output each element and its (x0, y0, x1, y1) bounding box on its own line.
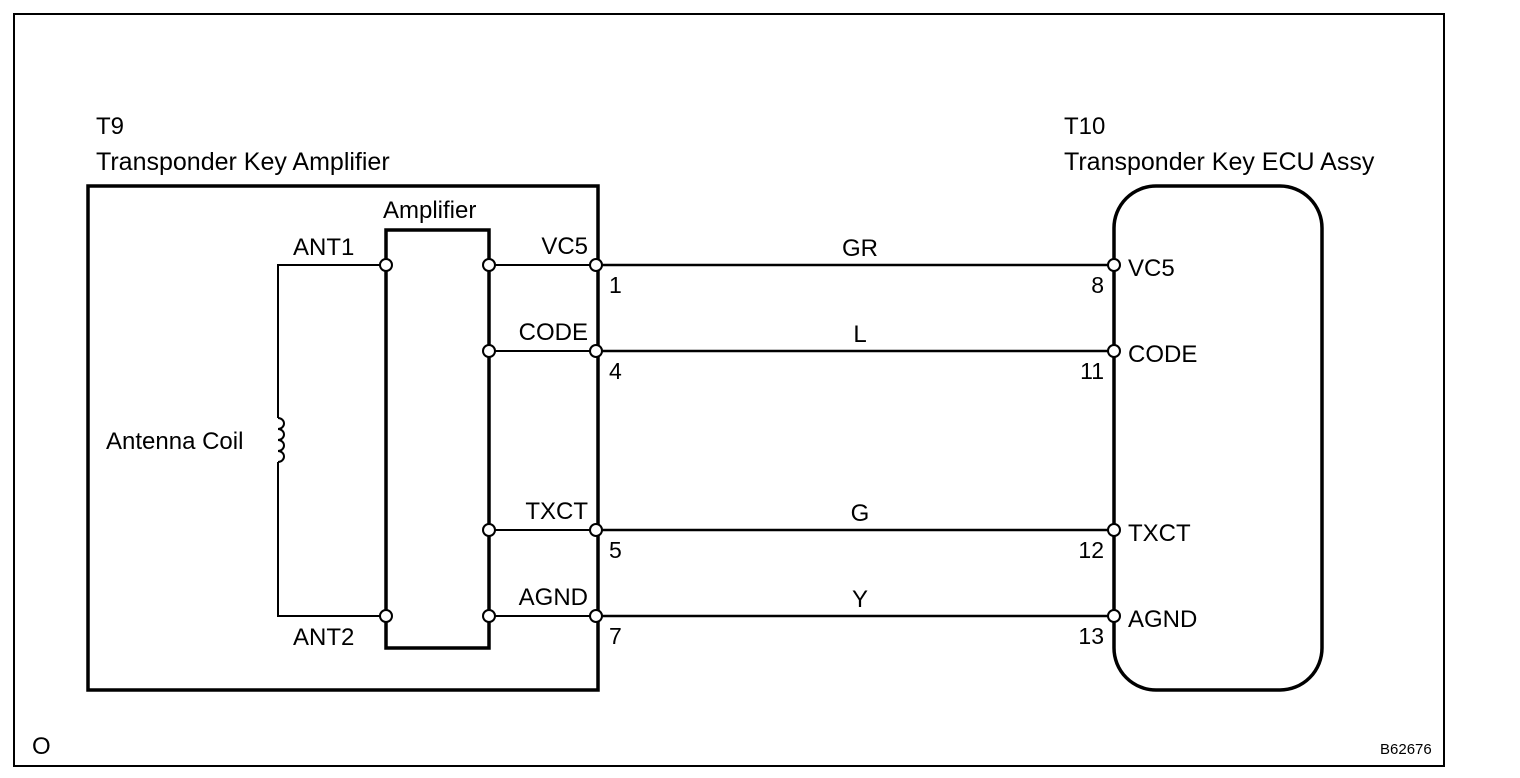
wire-color-txct: G (851, 500, 870, 527)
ant2-label: ANT2 (293, 624, 354, 651)
right-terminal-name-vc5: VC5 (1128, 255, 1175, 282)
right-pin-number-agnd: 13 (1078, 623, 1104, 649)
right-connector-agnd (1107, 609, 1121, 623)
right-connector-txct (1107, 523, 1121, 537)
left-terminal-name-agnd: AGND (519, 584, 588, 611)
left-terminal-name-txct: TXCT (525, 498, 588, 525)
ant1-label: ANT1 (293, 234, 354, 261)
antenna-coil (277, 264, 386, 617)
amplifier-label: Amplifier (383, 197, 476, 224)
right-pin-number-vc5: 8 (1091, 272, 1104, 298)
wire-color-vc5: GR (842, 235, 878, 262)
right-terminal-name-txct: TXCT (1128, 520, 1191, 547)
left-connector-txct (589, 523, 603, 537)
left-component-box (86, 184, 600, 692)
ant2-node (379, 609, 393, 623)
right-component-name: Transponder Key ECU Assy (1064, 148, 1375, 176)
amp-node-vc5 (482, 258, 496, 272)
amp-node-txct (482, 523, 496, 537)
amp-node-agnd (482, 609, 496, 623)
amplifier-block (384, 228, 491, 650)
right-pin-number-code: 11 (1080, 358, 1104, 384)
figure-code: B62676 (1380, 741, 1432, 758)
right-connector-vc5 (1107, 258, 1121, 272)
left-pin-number-code: 4 (609, 358, 622, 384)
right-component-box (1112, 184, 1324, 692)
left-terminal-name-vc5: VC5 (541, 233, 588, 260)
left-component-id: T9 (96, 113, 124, 140)
antenna-coil-label: Antenna Coil (106, 428, 243, 455)
right-connector-code (1107, 344, 1121, 358)
right-component-id: T10 (1064, 113, 1105, 140)
left-connector-agnd (589, 609, 603, 623)
left-terminal-name-code: CODE (519, 319, 588, 346)
left-connector-vc5 (589, 258, 603, 272)
coil-icon (277, 417, 285, 463)
right-terminal-name-agnd: AGND (1128, 606, 1197, 633)
left-pin-number-agnd: 7 (609, 623, 622, 649)
right-terminal-name-code: CODE (1128, 341, 1197, 368)
left-pin-number-vc5: 1 (609, 272, 622, 298)
left-connector-code (589, 344, 603, 358)
wire-color-agnd: Y (852, 586, 868, 613)
amp-node-code (482, 344, 496, 358)
wires-group: VC5 1 8 VC5 GR CODE 4 11 CODE L TXCT 5 12 TXCT G AGND 7 1… (482, 233, 1197, 649)
right-pin-number-txct: 12 (1078, 537, 1104, 563)
footer-left-mark: O (32, 733, 51, 760)
wire-color-code: L (853, 321, 866, 348)
left-pin-number-txct: 5 (609, 537, 622, 563)
diagram-frame (13, 13, 1445, 767)
ant1-node (379, 258, 393, 272)
left-component-name: Transponder Key Amplifier (96, 148, 390, 176)
